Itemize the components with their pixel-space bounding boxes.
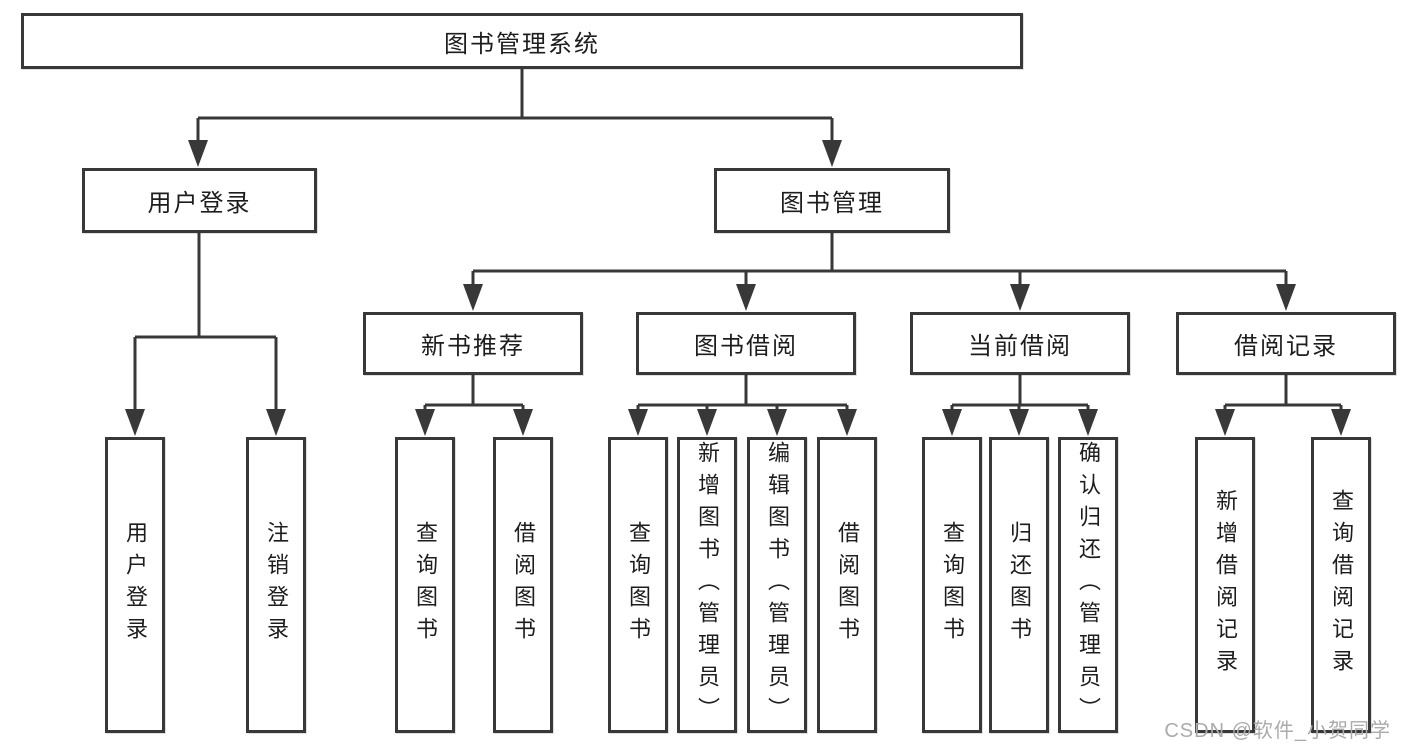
leaf-return-book: 归还图书 (989, 437, 1049, 733)
csdn-watermark: CSDN @软件_小贺同学 (1164, 720, 1391, 742)
leaf-edit-book-admin: 编辑图书（管理员） (747, 437, 807, 733)
leaf-query-books-recommend: 查询图书 (395, 437, 455, 733)
leaf-query-borrow-record: 查询借阅记录 (1311, 437, 1371, 733)
leaf-add-borrow-record: 新增借阅记录 (1195, 437, 1255, 733)
leaf-borrow-books-recommend: 借阅图书 (493, 437, 553, 733)
node-book-management: 图书管理 (714, 168, 950, 233)
leaf-logout: 注销登录 (246, 437, 306, 733)
node-book-borrow: 图书借阅 (636, 312, 856, 375)
node-current-borrow: 当前借阅 (910, 312, 1130, 375)
leaf-add-book-admin: 新增图书（管理员） (677, 437, 737, 733)
leaf-confirm-return-admin: 确认归还（管理员） (1058, 437, 1118, 733)
leaf-query-books-borrow: 查询图书 (608, 437, 668, 733)
leaf-user-login: 用户登录 (105, 437, 165, 733)
node-user-login: 用户登录 (82, 168, 317, 233)
node-library-system: 图书管理系统 (21, 13, 1023, 69)
leaf-query-books-current: 查询图书 (922, 437, 982, 733)
node-new-book-recommend: 新书推荐 (363, 312, 583, 375)
node-borrow-records: 借阅记录 (1176, 312, 1396, 375)
leaf-borrow-books: 借阅图书 (817, 437, 877, 733)
